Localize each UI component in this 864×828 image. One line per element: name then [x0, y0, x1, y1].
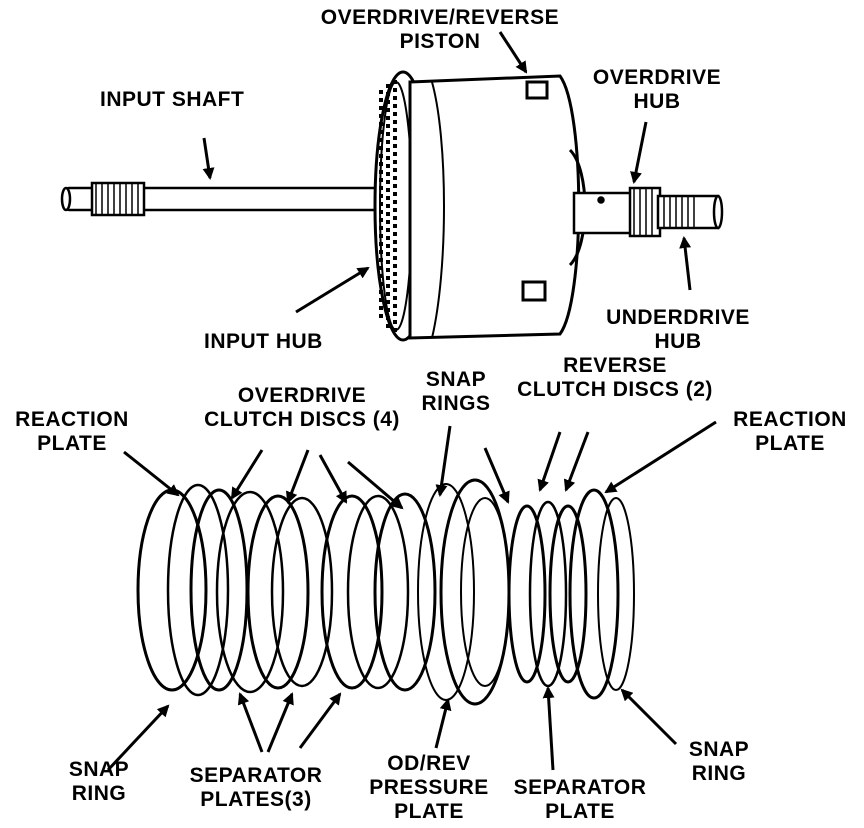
label-overdrive-hub: OVERDRIVE HUB [582, 66, 732, 114]
pressure-plate-inner [460, 497, 510, 687]
sep-plate-3 [346, 494, 410, 690]
label-line: UNDERDRIVE [606, 306, 750, 329]
label-line: CLUTCH DISCS (2) [517, 378, 713, 401]
label-od-rev-pressure-plate: OD/REV PRESSURE PLATE [354, 752, 504, 824]
label-line: OVERDRIVE/REVERSE [320, 6, 560, 29]
label-separator-plates: SEPARATOR PLATES(3) [166, 764, 346, 812]
label-line: RING [691, 762, 747, 785]
label-line: SEPARATOR [189, 764, 323, 787]
label-underdrive-hub: UNDERDRIVE HUB [588, 306, 768, 354]
label-line: SNAP [68, 758, 130, 781]
label-reaction-plate-left: REACTION PLATE [2, 408, 142, 456]
od-disc-3 [320, 494, 384, 690]
separator-plate [528, 500, 568, 688]
label-line: HUB [654, 330, 702, 353]
rev-disc-2 [548, 504, 588, 684]
od-disc-2 [246, 494, 310, 690]
label-line: SNAP [425, 368, 487, 391]
label-snap-ring-left: SNAP RING [54, 758, 144, 806]
leader-arrows [106, 31, 717, 772]
label-line: OVERDRIVE [592, 66, 722, 89]
clutch-housing [408, 74, 587, 340]
label-line: REACTION [733, 408, 847, 431]
sep-plate-1 [215, 490, 285, 694]
reaction-plate-left [136, 488, 208, 692]
snap-ring-left-part [166, 483, 230, 697]
label-line: REVERSE [563, 354, 667, 377]
label-line: INPUT HUB [204, 330, 323, 353]
label-snap-rings: SNAP RINGS [406, 368, 506, 416]
output-shaft [572, 186, 724, 238]
label-line: CLUTCH DISCS (4) [204, 408, 400, 431]
label-line: INPUT SHAFT [100, 88, 245, 111]
label-line: PRESSURE [369, 776, 489, 799]
od-disc-1 [189, 488, 249, 692]
sep-plate-2 [270, 496, 334, 688]
label-input-shaft: INPUT SHAFT [100, 88, 244, 112]
label-reverse-clutch-discs: REVERSE CLUTCH DISCS (2) [505, 354, 725, 402]
label-line: HUB [633, 90, 681, 113]
label-line: PLATE [755, 432, 825, 455]
label-line: RING [71, 782, 127, 805]
label-line: PLATE [545, 800, 615, 823]
label-line: SNAP [688, 738, 750, 761]
label-reaction-plate-right: REACTION PLATE [718, 408, 862, 456]
label-overdrive-clutch-discs: OVERDRIVE CLUTCH DISCS (4) [182, 384, 422, 432]
label-line: PLATES(3) [200, 788, 312, 811]
label-line: RINGS [421, 392, 491, 415]
label-line: REACTION [15, 408, 129, 431]
label-input-hub: INPUT HUB [204, 330, 323, 354]
od-disc-4 [373, 492, 437, 692]
clutch-pack [136, 478, 635, 706]
label-line: PLATE [394, 800, 464, 823]
label-separator-plate: SEPARATOR PLATE [494, 776, 666, 824]
label-line: OVERDRIVE [237, 384, 367, 407]
label-line: PISTON [399, 30, 481, 53]
input-shaft [60, 181, 388, 217]
label-od-rev-piston: OVERDRIVE/REVERSE PISTON [300, 6, 580, 54]
label-snap-ring-right: SNAP RING [664, 738, 774, 786]
label-line: OD/REV [387, 752, 471, 775]
rev-disc-1 [507, 504, 547, 684]
reaction-plate-right [568, 488, 620, 700]
snap-ring-right-part [597, 497, 635, 691]
label-line: SEPARATOR [513, 776, 647, 799]
label-line: PLATE [37, 432, 107, 455]
snap-ring-middle [417, 483, 475, 701]
